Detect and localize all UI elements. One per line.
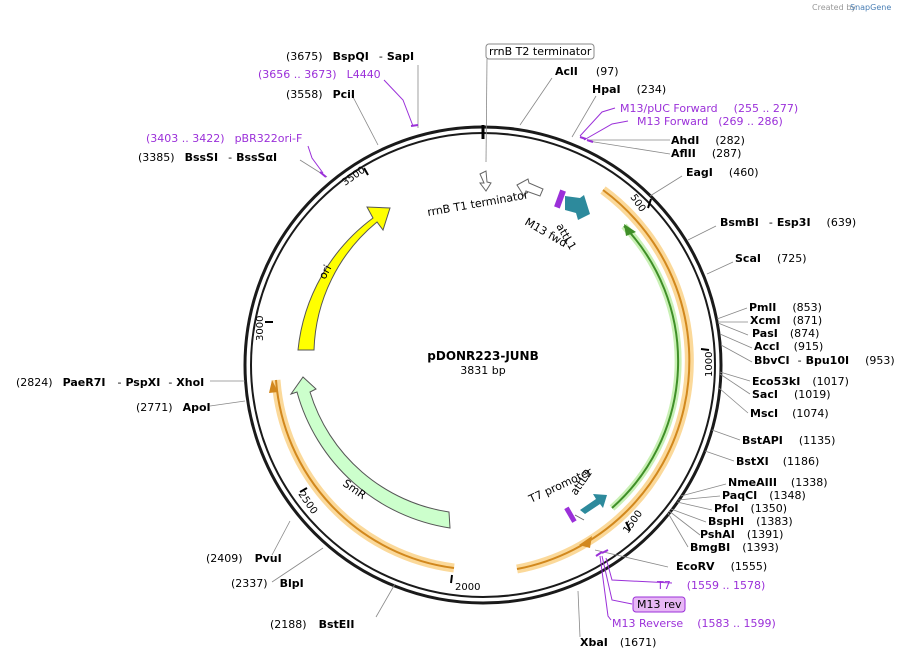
rrnb-t1-arrow <box>516 178 544 198</box>
bmgbi-label: BmgBI(1393) <box>690 541 779 554</box>
acci-label: AccI(915) <box>754 340 823 353</box>
rrnb-t2-box <box>485 43 595 60</box>
m13rev-label: M13 rev <box>637 598 682 611</box>
tick-3000: 3000 <box>255 316 266 341</box>
primer-leaders <box>307 79 673 621</box>
credit-brand: SnapGene <box>850 3 891 12</box>
msci-label: MscI(1074) <box>750 407 829 420</box>
paer7i-label: (2824)PaeR7I-PspXI-XhoI <box>16 376 204 389</box>
blpi-label: (2337)BlpI <box>231 577 304 590</box>
tick-1000: 1000 <box>704 352 715 377</box>
t7-marker <box>564 506 577 523</box>
plasmid-size: 3831 bp <box>460 364 505 377</box>
bsteii-label: (2188)BstEII <box>270 618 354 631</box>
hpai-label: HpaI(234) <box>592 83 666 96</box>
ahdi-label: AhdI(282) <box>671 134 745 147</box>
attl1-feature <box>565 195 590 220</box>
m13forward-label: M13 Forward(269 .. 286) <box>637 115 783 128</box>
scai-label: ScaI(725) <box>735 252 807 265</box>
tick-2000: 2000 <box>455 582 480 593</box>
rrnb-t1-label: rrnB T1 terminator <box>426 188 530 219</box>
plasmid-name: pDONR223-JUNB <box>427 349 538 363</box>
nmeaiii-label: NmeAIII(1338) <box>728 476 828 489</box>
l4440-label: (3656 .. 3673)L4440 <box>258 68 381 81</box>
bstapi-label: BstAPI(1135) <box>742 434 835 447</box>
tick-3500: 3500 <box>340 165 367 189</box>
bstxi-label: BstXI(1186) <box>736 455 819 468</box>
pvui-label: (2409)PvuI <box>206 552 282 565</box>
primer-markers <box>319 124 609 557</box>
m13fwd-marker <box>554 189 566 209</box>
m13puc-label: M13/pUC Forward(255 .. 277) <box>620 102 798 115</box>
pasi-label: PasI(874) <box>752 327 819 340</box>
orf-line-left <box>275 379 455 569</box>
m13reverse-label: M13 Reverse(1583 .. 1599) <box>612 617 776 630</box>
t7-label: T7(1559 .. 1578) <box>656 579 765 592</box>
rrnb-t1-feature <box>479 170 492 192</box>
credit-prefix: Created by <box>812 3 856 12</box>
bsmbi-label: BsmBI-Esp3I(639) <box>720 216 856 229</box>
rrnb-t2-label: rrnB T2 terminator <box>489 45 592 58</box>
m13rev-box <box>632 596 686 613</box>
orf-arrow-right <box>579 536 592 548</box>
bsphi-label: BspHI(1383) <box>708 515 793 528</box>
pcii-label: (3558)PciI <box>286 88 355 101</box>
bspqi-label: (3675)BspQI-SapI <box>286 50 414 63</box>
pmli-label: PmlI(853) <box>749 301 822 314</box>
pshai-label: PshAI(1391) <box>700 528 783 541</box>
bsssi-label: (3385)BssSI-BssSαI <box>138 151 277 164</box>
leader-lines <box>209 58 753 638</box>
saci-label: SacI(1019) <box>752 388 831 401</box>
ori-label: ori <box>316 263 334 282</box>
orf-arrow-left <box>269 380 278 393</box>
smr-feature <box>289 376 451 529</box>
bbvci-label: BbvCI-Bpu10I(953) <box>754 354 895 367</box>
gene-line <box>611 225 680 509</box>
aflii-label: AflII(287) <box>671 147 741 160</box>
paqci-label: PaqCI(1348) <box>722 489 806 502</box>
tick-marks <box>265 167 710 584</box>
t7-tick <box>574 514 585 521</box>
ecorv-label: EcoRV(1555) <box>676 560 767 573</box>
gene-arrow <box>624 224 636 236</box>
ori-feature <box>297 206 391 351</box>
xbai-label: XbaI(1671) <box>580 636 656 649</box>
pbr322-label: (3403 .. 3422)pBR322ori-F <box>146 132 302 145</box>
xcmi-label: XcmI(871) <box>750 314 822 327</box>
apoi-label: (2771)ApoI <box>136 401 211 414</box>
acli-label: AclI(97) <box>555 65 619 78</box>
eagi-label: EagI(460) <box>686 166 759 179</box>
pfoi-label: PfoI(1350) <box>714 502 787 515</box>
attl2-feature <box>580 494 607 514</box>
eco53ki-label: Eco53kI(1017) <box>752 375 849 388</box>
